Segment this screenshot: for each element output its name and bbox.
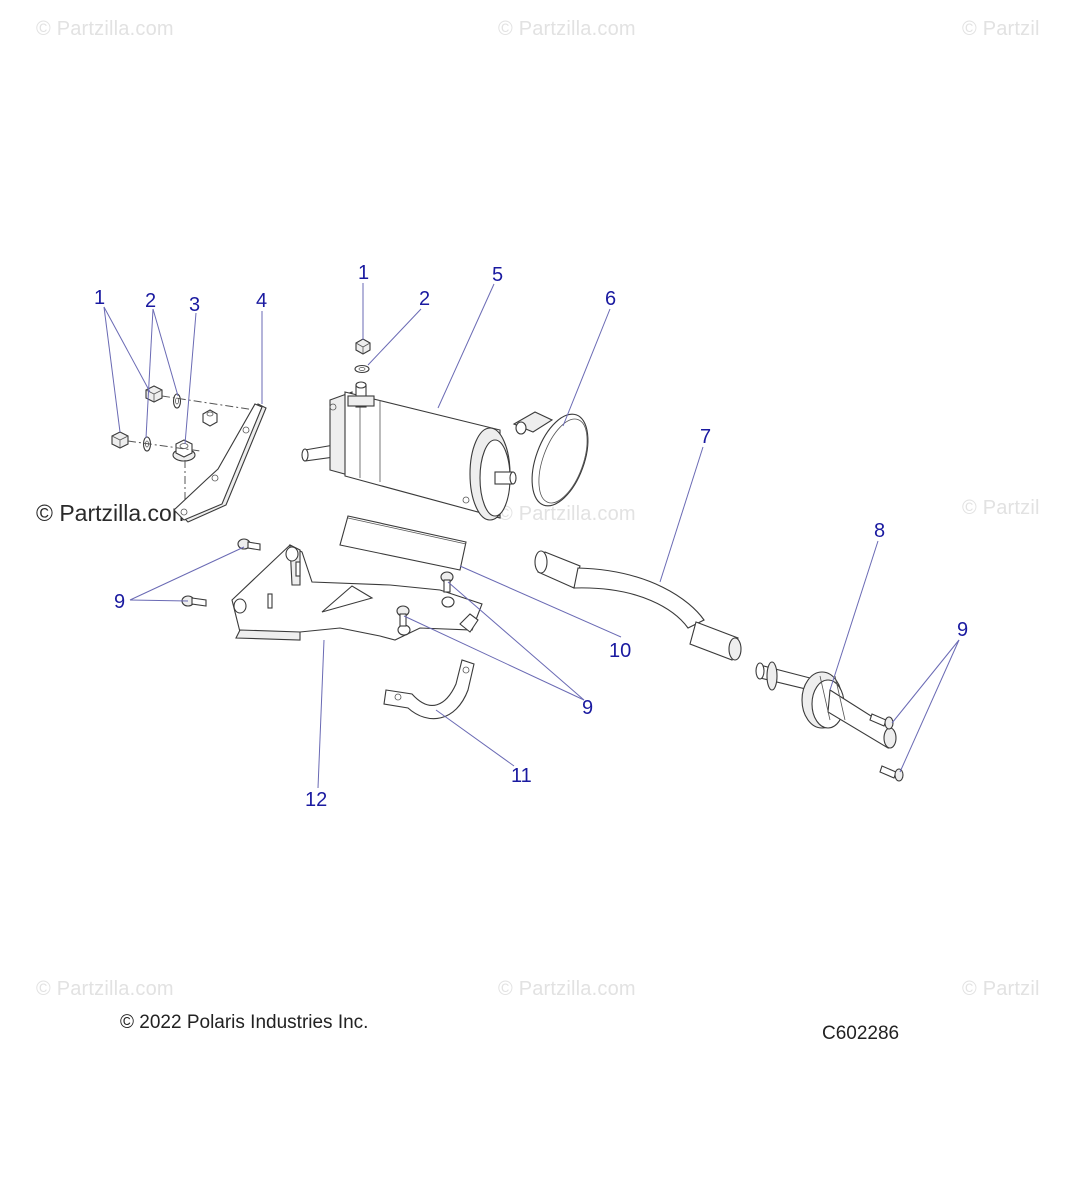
watermark-text: © Partzil	[962, 18, 1040, 40]
starter-motor	[301, 381, 517, 521]
copyright-text: © 2022 Polaris Industries Inc.	[120, 1012, 369, 1033]
callout-7: 7	[700, 426, 712, 448]
callout-1-left: 1	[94, 287, 106, 309]
watermark-text: © Partzil	[962, 497, 1040, 519]
mounting-bracket	[173, 403, 267, 523]
washer-upper-left	[172, 393, 182, 409]
callout-4: 4	[256, 290, 268, 312]
diagram-code: C602286	[822, 1023, 900, 1044]
drive-bolt-lower	[879, 765, 904, 782]
watermark-text: © Partzilla.com	[498, 978, 636, 1000]
callout-12: 12	[305, 789, 328, 811]
top-nut	[355, 338, 371, 355]
watermark-text: © Partzil	[962, 978, 1040, 1000]
callout-8: 8	[874, 520, 886, 542]
flange-nut	[172, 439, 196, 462]
watermark-prominent: © Partzilla.com	[36, 500, 191, 526]
lower-mounting-bracket	[231, 544, 483, 641]
watermark-text: © Partzilla.com	[498, 503, 636, 525]
callout-2-left: 2	[145, 290, 157, 312]
callout-9-center: 9	[582, 697, 594, 719]
insulator-pad	[339, 515, 467, 571]
watermark-text: © Partzilla.com	[498, 18, 636, 40]
starter-drive	[755, 661, 897, 749]
bracket-bolt-3	[440, 571, 454, 593]
callout-10: 10	[609, 640, 632, 662]
bracket-bolt-4	[396, 605, 410, 627]
stud-nut-bracket	[202, 409, 218, 427]
watermark-text: © Partzilla.com	[36, 978, 174, 1000]
callout-9-left: 9	[114, 591, 126, 613]
callout-3: 3	[189, 294, 201, 316]
callout-5: 5	[492, 264, 504, 286]
callout-6: 6	[605, 288, 617, 310]
nut-upper-left	[145, 385, 163, 403]
bracket-bolt-1	[237, 538, 261, 551]
callout-1-top: 1	[358, 262, 370, 284]
nut-lower-left	[111, 431, 129, 449]
callout-9-right: 9	[957, 619, 969, 641]
callout-2-top: 2	[419, 288, 431, 310]
leader-lines	[103, 283, 960, 789]
callout-11: 11	[511, 765, 532, 787]
drive-bolt-upper	[869, 713, 894, 730]
hose-clamp	[512, 411, 589, 507]
top-washer	[354, 364, 370, 374]
mounting-strap	[383, 659, 475, 720]
watermark-text: © Partzilla.com	[36, 18, 174, 40]
rubber-boot	[534, 550, 742, 661]
